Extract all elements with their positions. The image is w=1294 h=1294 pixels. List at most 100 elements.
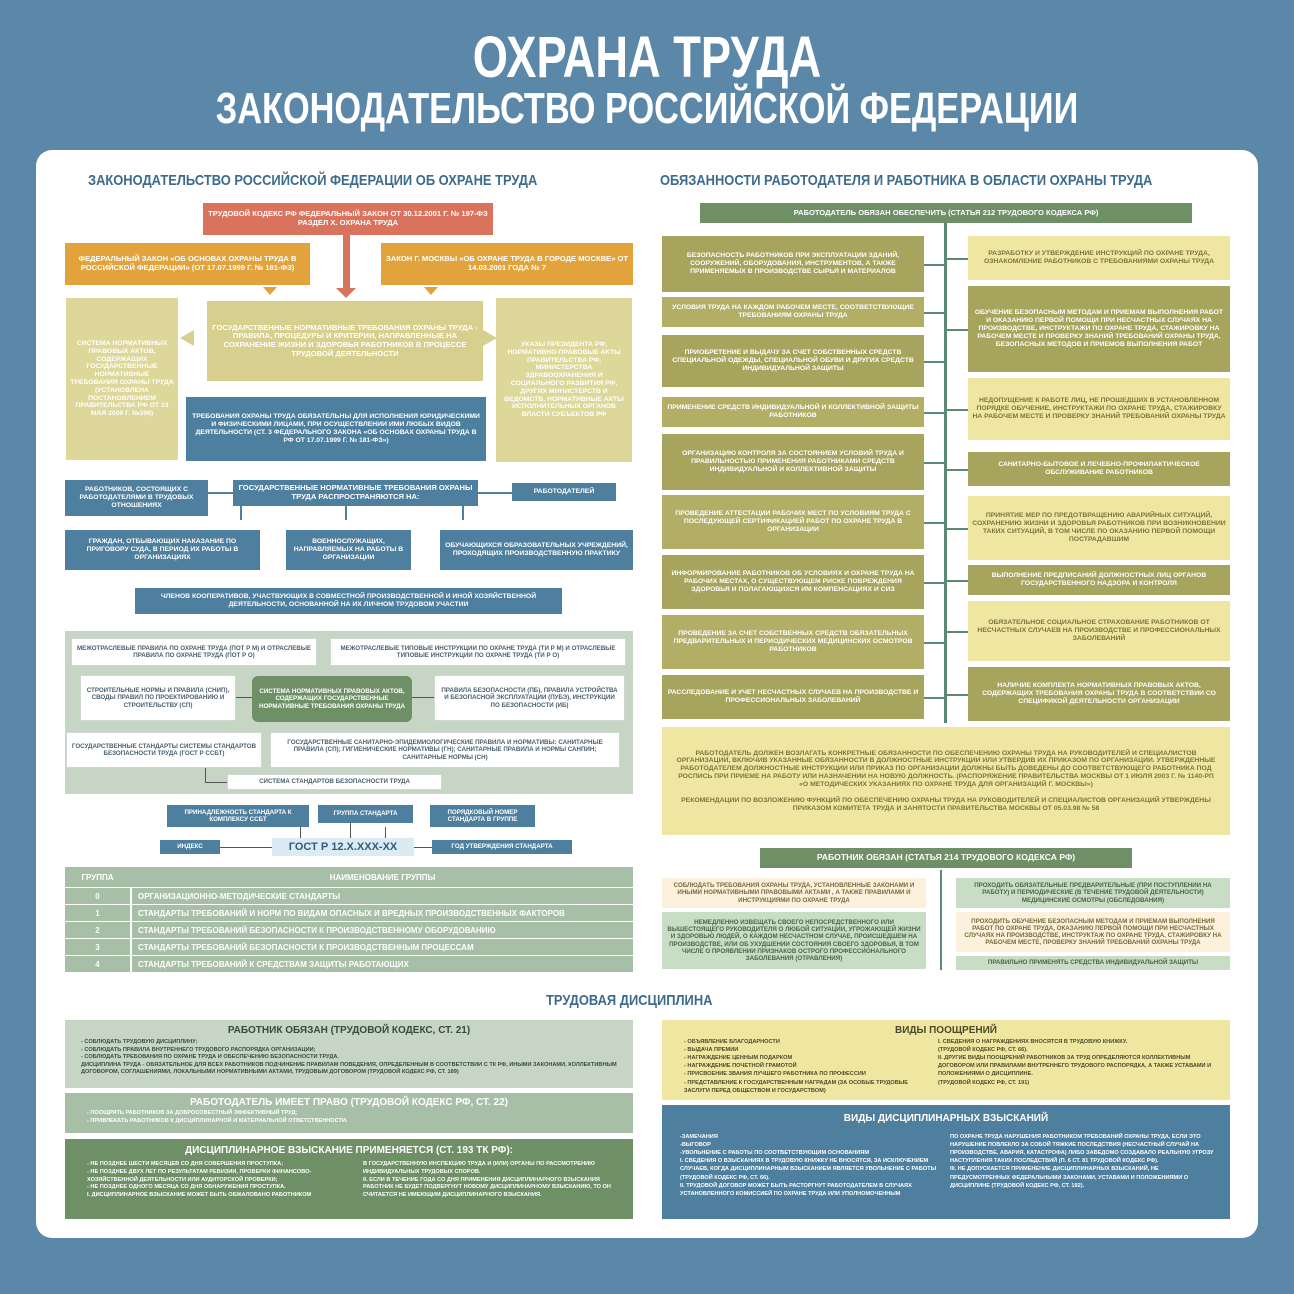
connector-line	[478, 492, 512, 494]
pot-box: МЕЖОТРАСЛЕВЫЕ ПРАВИЛА ПО ОХРАНЕ ТРУДА (П…	[71, 638, 317, 666]
employer-header: РАБОТОДАТЕЛЬ ОБЯЗАН ОБЕСПЕЧИТЬ (СТАТЬЯ 2…	[700, 203, 1192, 223]
employer-duty-item: ПРИОБРЕТЕНИЕ И ВЫДАЧУ ЗА СЧЕТ СОБСТВЕННЫ…	[662, 335, 924, 387]
worker-item: СОБЛЮДАТЬ ТРЕБОВАНИЯ ОХРАНЫ ТРУДА, УСТАН…	[662, 878, 926, 908]
note-text-2: РЕКОМЕНДАЦИИ ПО ВОЗЛОЖЕНИЮ ФУНКЦИЙ ПО ОБ…	[681, 796, 1211, 812]
connector-line	[947, 528, 968, 530]
obuch-box: ОБУЧАЮЩИХСЯ ОБРАЗОВАТЕЛЬНЫХ УЧРЕЖДЕНИЙ, …	[440, 530, 633, 570]
employer-duty-item: ИНФОРМИРОВАНИЕ РАБОТНИКОВ ОБ УСЛОВИЯХ И …	[662, 555, 924, 609]
mos-box: ЗАКОН Г. МОСКВЫ «ОБ ОХРАНЕ ТРУДА В ГОРОД…	[381, 243, 633, 285]
employer-duty-item: ОБУЧЕНИЕ БЕЗОПАСНЫМ МЕТОДАМ И ПРИЕМАМ ВЫ…	[968, 286, 1230, 372]
gost-poryad: ПОРЯДКОВЫЙ НОМЕР СТАНДАРТА В ГРУППЕ	[430, 805, 535, 827]
penalty-types-right: ПО ОХРАНЕ ТРУДА НАРУШЕНИЯ РАБОТНИКОМ ТРЕ…	[950, 1134, 1214, 1189]
arrow-head	[424, 287, 438, 295]
connector-line	[947, 694, 968, 696]
rewards-title: ВИДЫ ПООЩРЕНИЙ	[895, 1025, 997, 1036]
connector-line	[240, 506, 242, 520]
connector-line	[924, 522, 944, 524]
ukaz-box: УКАЗЫ ПРЕЗИДЕНТА РФ, НОРМАТИВНО-ПРАВОВЫЕ…	[496, 298, 632, 462]
connector-line	[947, 469, 968, 471]
penalty-title: ДИСЦИПЛИНАРНОЕ ВЗЫСКАНИЕ ПРИМЕНЯЕТСЯ (СТ…	[185, 1145, 513, 1156]
fz-box: ФЕДЕРАЛЬНЫЙ ЗАКОН «ОБ ОСНОВАХ ОХРАНЫ ТРУ…	[65, 243, 310, 285]
page-subtitle: ЗАКОНОДАТЕЛЬСТВО РОССИЙСКОЙ ФЕДЕРАЦИИ	[215, 84, 1079, 133]
connector-line	[924, 361, 944, 363]
table-header-name: НАИМЕНОВАНИЕ ГРУППЫ	[329, 872, 436, 882]
spine-line	[944, 223, 947, 723]
sys-box: СИСТЕМА НОРМАТИВНЫХ ПРАВОВЫХ АКТОВ, СОДЕ…	[66, 298, 178, 460]
worker-spine	[940, 870, 942, 970]
employer-duty-item: БЕЗОПАСНОСТЬ РАБОТНИКОВ ПРИ ЭКСПЛУАТАЦИИ…	[662, 236, 924, 292]
table-header-group: ГРУППА	[81, 872, 114, 882]
note-text: РАБОТОДАТЕЛЬ ДОЛЖЕН ВОЗЛАГАТЬ КОНКРЕТНЫЕ…	[676, 749, 1216, 788]
connector-line	[947, 329, 968, 331]
connector-line	[924, 582, 944, 584]
page-title: ОХРАНА ТРУДА	[472, 25, 822, 90]
rewards-right: I. СВЕДЕНИЯ О НАГРАЖДЕНИЯХ ВНОСЯТСЯ В ТР…	[938, 1039, 1212, 1086]
connector-line	[924, 462, 944, 464]
center-box: СИСТЕМА НОРМАТИВНЫХ ПРАВОВЫХ АКТОВ, СОДЕ…	[252, 676, 412, 722]
connector-line	[947, 580, 968, 582]
penalty-types-panel: ВИДЫ ДИСЦИПЛИНАРНЫХ ВЗЫСКАНИЙ -ЗАМЕЧАНИЯ…	[662, 1105, 1230, 1219]
rewards-panel: ВИДЫ ПООЩРЕНИЙ - ОБЪЯВЛЕНИЕ БЛАГОДАРНОСТ…	[662, 1020, 1230, 1100]
worker-duty-text: - СОБЛЮДАТЬ ТРУДОВУЮ ДИСЦИПЛИНУ; - СОБЛЮ…	[81, 1039, 617, 1076]
arrow-head	[180, 330, 194, 346]
employer-duty-item: РАССЛЕДОВАНИЕ И УЧЕТ НЕСЧАСТНЫХ СЛУЧАЕВ …	[662, 675, 924, 719]
employer-duty-item: ОРГАНИЗАЦИЮ КОНТРОЛЯ ЗА СОСТОЯНИЕМ УСЛОВ…	[662, 434, 924, 490]
employer-duty-item: ПРИМЕНЕНИЕ СРЕДСТВ ИНДИВИДУАЛЬНОЙ И КОЛЛ…	[662, 397, 924, 427]
left-heading: ЗАКОНОДАТЕЛЬСТВО РОССИЙСКОЙ ФЕДЕРАЦИИ ОБ…	[88, 172, 538, 189]
discipline-heading: ТРУДОВАЯ ДИСЦИПЛИНА	[546, 992, 713, 1009]
gost-prinad: ПРИНАДЛЕЖНОСТЬ СТАНДАРТА К КОМПЛЕКСУ ССБ…	[167, 805, 309, 827]
worker-item: ПРОХОДИТЬ ОБЯЗАТЕЛЬНЫЕ ПРЕДВАРИТЕЛЬНЫЕ (…	[956, 878, 1230, 908]
san-box: ГОСУДАРСТВЕННЫЕ САНИТАРНО-ЭПИДЕМИОЛОГИЧЕ…	[270, 732, 620, 768]
employer-right-title: РАБОТОДАТЕЛЬ ИМЕЕТ ПРАВО (ТРУДОВОЙ КОДЕК…	[190, 1097, 508, 1108]
employer-duty-item: САНИТАРНО-БЫТОВОЕ И ЛЕЧЕБНО-ПРОФИЛАКТИЧЕ…	[968, 452, 1230, 486]
penalty-right: В ГОСУДАРСТВЕННУЮ ИНСПЕКЦИЮ ТРУДА И (ИЛИ…	[363, 1161, 611, 1199]
grazh-box: ГРАЖДАН, ОТБЫВАЮЩИХ НАКАЗАНИЕ ПО ПРИГОВО…	[65, 530, 260, 570]
tk-box: ТРУДОВОЙ КОДЕКС РФ ФЕДЕРАЛЬНЫЙ ЗАКОН ОТ …	[203, 203, 493, 235]
worker-duty-panel: РАБОТНИК ОБЯЗАН (ТРУДОВОЙ КОДЕКС, СТ. 21…	[65, 1020, 633, 1088]
rab-box: РАБОТНИКОВ, СОСТОЯЩИХ С РАБОТОДАТЕЛЯМИ В…	[65, 480, 208, 516]
connector-line	[462, 506, 464, 520]
gost-connector	[414, 847, 432, 848]
gost-connector	[220, 847, 272, 848]
employer-duty-item: ПРИНЯТИЕ МЕР ПО ПРЕДОТВРАЩЕНИЮ АВАРИЙНЫХ…	[968, 496, 1230, 560]
gost-connector	[350, 823, 351, 838]
snip-box: СТРОИТЕЛЬНЫЕ НОРМЫ И ПРАВИЛА (СНИП), СВО…	[80, 675, 236, 721]
employer-duty-item: ОБЯЗАТЕЛЬНОЕ СОЦИАЛЬНОЕ СТРАХОВАНИЕ РАБО…	[968, 601, 1230, 661]
employer-right-panel: РАБОТОДАТЕЛЬ ИМЕЕТ ПРАВО (ТРУДОВОЙ КОДЕК…	[65, 1093, 633, 1133]
connector-line	[924, 642, 944, 644]
arrow-line	[205, 768, 206, 782]
connector-line	[208, 492, 233, 494]
connector-line	[924, 412, 944, 414]
connector-line	[345, 506, 347, 520]
connector-line	[947, 631, 968, 633]
penalty-left: - НЕ ПОЗДНЕЕ ШЕСТИ МЕСЯЦЕВ СО ДНЯ СОВЕРШ…	[87, 1161, 312, 1199]
arrow-line	[343, 235, 350, 290]
employer-duty-item: ПРОВЕДЕНИЕ ЗА СЧЕТ СОБСТВЕННЫХ СРЕДСТВ О…	[662, 615, 924, 669]
rewards-left: - ОБЪЯВЛЕНИЕ БЛАГОДАРНОСТИ - ВЫДАЧА ПРЕМ…	[684, 1039, 909, 1094]
arrow-head	[263, 287, 277, 295]
employer-duty-item: ПРОВЕДЕНИЕ АТТЕСТАЦИИ РАБОЧИХ МЕСТ ПО УС…	[662, 495, 924, 549]
gost-code: ГОСТ Р 12.Х.ХХХ-ХХ	[272, 838, 414, 856]
employer-right-text: - ПООЩРЯТЬ РАБОТНИКОВ ЗА ДОБРОСОВЕСТНЫЙ …	[87, 1110, 348, 1124]
gost-god: ГОД УТВЕРЖДЕНИЯ СТАНДАРТА	[432, 840, 572, 854]
penalty-panel: ДИСЦИПЛИНАРНОЕ ВЗЫСКАНИЕ ПРИМЕНЯЕТСЯ (СТ…	[65, 1139, 633, 1219]
gost-index: ИНДЕКС	[160, 840, 220, 854]
employer-duty-item: НАЛИЧИЕ КОМПЛЕКТА НОРМАТИВНЫХ ПРАВОВЫХ А…	[968, 667, 1230, 721]
rasp-box: ГОСУДАРСТВЕННЫЕ НОРМАТИВНЫЕ ТРЕБОВАНИЯ О…	[233, 480, 478, 506]
worker-header: РАБОТНИК ОБЯЗАН (СТАТЬЯ 214 ТРУДОВОГО КО…	[760, 848, 1132, 868]
worker-item: НЕМЕДЛЕННО ИЗВЕЩАТЬ СВОЕГО НЕПОСРЕДСТВЕН…	[662, 912, 926, 969]
employer-duty-item: УСЛОВИЯ ТРУДА НА КАЖДОМ РАБОЧЕМ МЕСТЕ, С…	[662, 297, 924, 327]
worker-item: ПРАВИЛЬНО ПРИМЕНЯТЬ СРЕДСТВА ИНДИВИДУАЛЬ…	[956, 956, 1230, 970]
connector-line	[924, 312, 944, 314]
employer-duty-item: ВЫПОЛНЕНИЕ ПРЕДПИСАНИЙ ДОЛЖНОСТНЫХ ЛИЦ О…	[968, 565, 1230, 595]
gost-connector	[300, 827, 301, 838]
rabdat-box: РАБОТОДАТЕЛЕЙ	[512, 483, 616, 501]
chlen-box: ЧЛЕНОВ КООПЕРАТИВОВ, УЧАСТВУЮЩИХ В СОВМЕ…	[135, 588, 562, 614]
arrow-line	[412, 697, 434, 698]
